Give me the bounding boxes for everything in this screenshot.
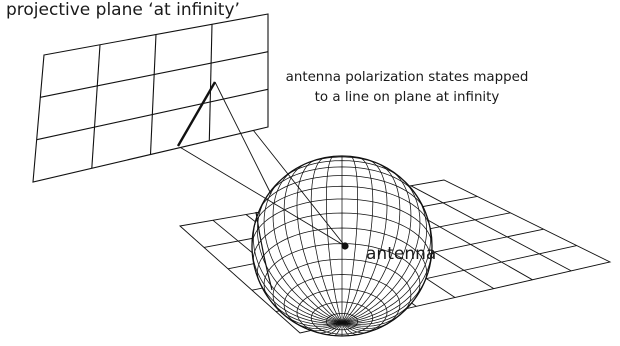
sphere-mesh-line — [270, 300, 343, 325]
sphere-mesh-line — [341, 322, 368, 334]
sphere-mesh-line — [257, 277, 343, 324]
sphere-mesh-line — [341, 157, 374, 323]
sphere-mesh-line — [253, 212, 431, 262]
sphere-mesh-line — [342, 251, 433, 324]
antenna-label: antenna — [366, 244, 437, 264]
polarization-note-line2: to a line on plane at infinity — [314, 90, 500, 105]
sphere-mesh-line — [341, 181, 421, 324]
projective-grid-line — [149, 34, 157, 155]
sphere-mesh-line — [307, 322, 343, 332]
sphere-mesh-line — [253, 222, 343, 324]
sphere-mesh-line — [341, 322, 377, 332]
sphere-mesh-line — [285, 160, 399, 176]
projective-plane-lines — [36, 24, 269, 169]
ground-grid-line — [410, 185, 572, 272]
projective-grid-line — [36, 88, 269, 141]
sphere-mesh-line — [341, 156, 358, 323]
sphere-mesh-line — [341, 322, 358, 335]
projective-grid-line — [91, 44, 101, 169]
sphere-mesh-line — [270, 166, 414, 192]
sphere-mesh-line — [272, 170, 343, 324]
sphere-mesh-line — [251, 198, 433, 244]
sphere-mesh-line — [296, 160, 343, 323]
sphere-mesh-line — [283, 164, 343, 324]
sphere-mesh-line — [263, 181, 343, 324]
sphere-mesh-line — [316, 322, 343, 334]
projective-plane-outline — [32, 13, 269, 183]
antenna-dot — [341, 242, 349, 250]
sphere-mesh-line — [251, 251, 342, 324]
sphere-mesh-line — [341, 314, 401, 327]
projective-plane-label: projective plane ‘at infinity’ — [6, 0, 240, 20]
sphere-mesh-line — [334, 322, 343, 336]
sphere-mesh-line — [272, 258, 412, 312]
sphere-mesh — [251, 156, 433, 337]
sphere-mesh-line — [326, 322, 343, 335]
sphere-mesh-line — [341, 160, 388, 323]
sphere-mesh-line — [326, 156, 343, 323]
projection-line-left — [214, 81, 272, 195]
polarization-note: antenna polarization states mapped to a … — [262, 68, 552, 108]
sphere-mesh-line — [341, 170, 412, 324]
sphere-cutaway-edge — [255, 211, 273, 291]
projective-plane — [32, 13, 272, 195]
sphere-mesh-line — [341, 197, 427, 324]
sphere-mesh-line — [341, 300, 414, 325]
sphere-mesh-line — [341, 322, 350, 336]
sphere-mesh-line — [295, 322, 343, 329]
sphere-mesh-line — [283, 314, 343, 327]
sphere-mesh-line — [341, 222, 431, 324]
sphere-mesh-line — [341, 164, 401, 324]
sphere-mesh-line — [254, 185, 430, 226]
sphere-mesh-line — [341, 277, 427, 324]
sphere-mesh-line — [310, 157, 343, 323]
projective-grid-line — [40, 51, 269, 98]
polarization-note-line1: antenna polarization states mapped — [285, 70, 529, 85]
sphere-mesh-line — [341, 322, 389, 329]
projective-grid-line — [208, 24, 213, 141]
polarization-line — [176, 81, 217, 147]
